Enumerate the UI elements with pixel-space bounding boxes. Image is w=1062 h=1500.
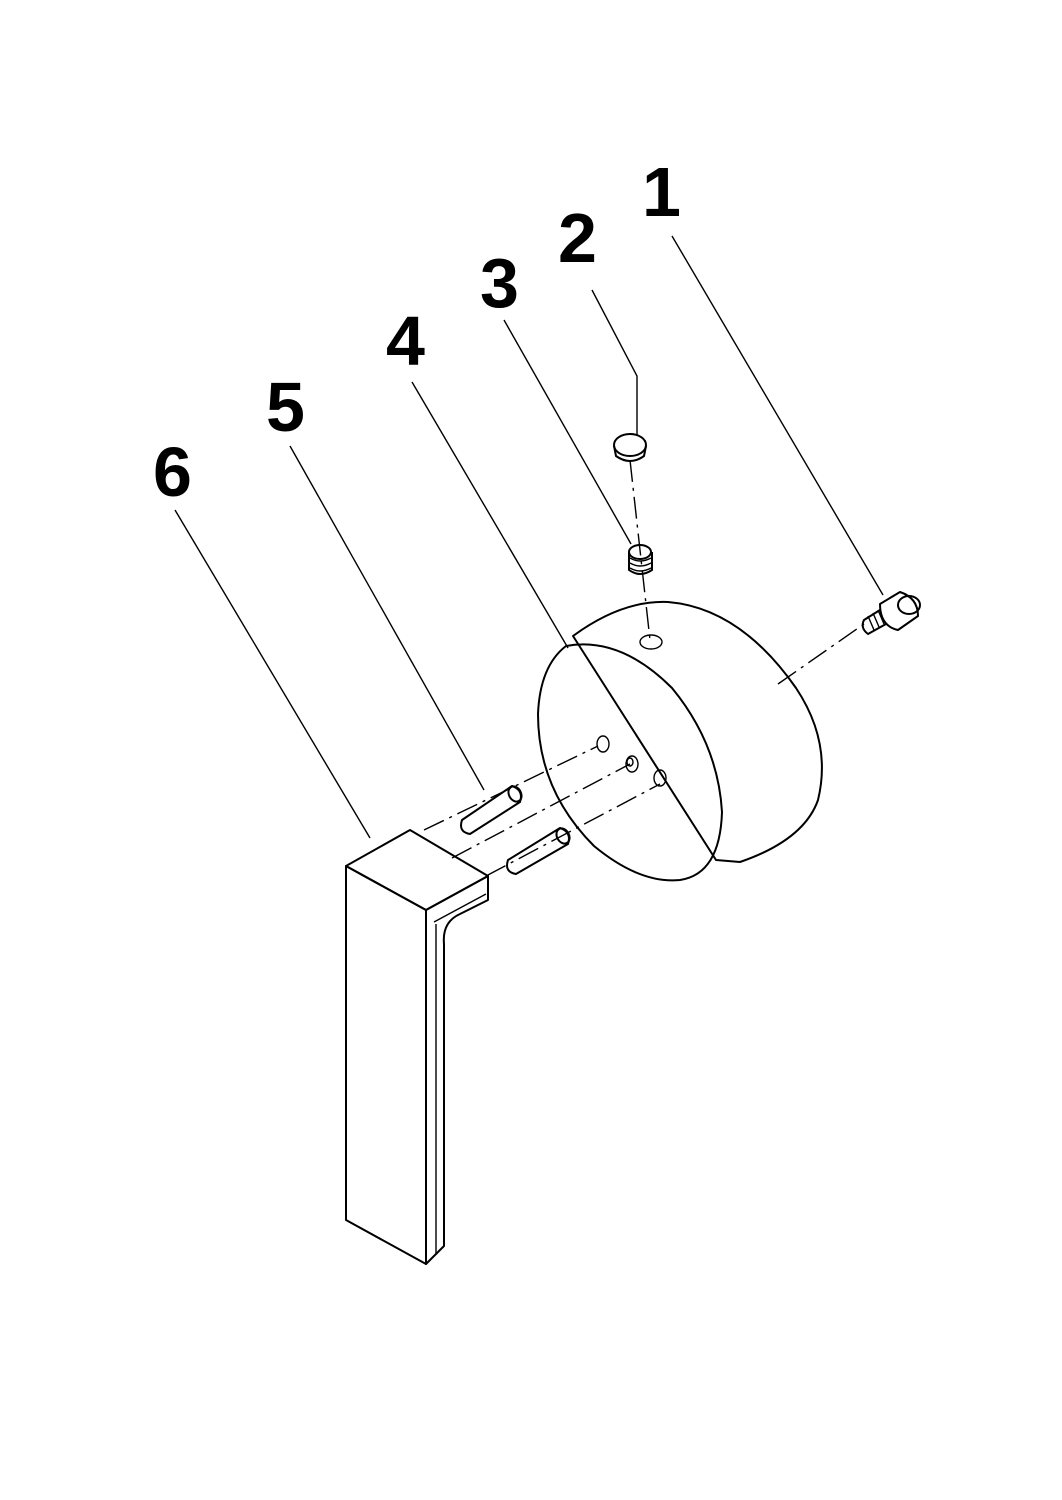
leader-line-4	[411, 381, 569, 649]
hub-pin-hole-2	[625, 755, 639, 773]
centerline-pin-3	[485, 783, 661, 877]
callout-number-6: 6	[153, 433, 192, 511]
callout-number-1: 1	[642, 153, 681, 231]
leader-line-1	[671, 235, 884, 596]
callout-number-2: 2	[558, 199, 597, 277]
hub-pin-hole-3	[653, 769, 667, 787]
callout-number-4: 4	[386, 302, 425, 380]
hub-pin-hole-1	[596, 735, 610, 753]
leader-lines	[174, 235, 884, 839]
centerline-vertical	[629, 459, 651, 641]
part-4-hub	[537, 600, 823, 882]
center-lines	[423, 459, 865, 877]
part-2-cap	[613, 433, 647, 462]
callout-number-5: 5	[266, 368, 305, 446]
centerline-pin-1	[423, 745, 599, 831]
leader-line-6	[174, 509, 371, 839]
part-6-bracket	[345, 829, 489, 1265]
callout-number-3: 3	[480, 244, 519, 322]
leader-line-5	[289, 445, 485, 791]
leader-line-2	[591, 289, 638, 436]
part-5-dowel-pins	[460, 785, 571, 875]
part-1-screw	[861, 591, 921, 635]
hub-top-hole	[639, 634, 663, 650]
part-3-set-screw	[628, 544, 653, 575]
leader-line-3	[503, 319, 632, 545]
centerline-pin-2	[451, 763, 631, 859]
centerline-screw-axis	[777, 623, 865, 685]
